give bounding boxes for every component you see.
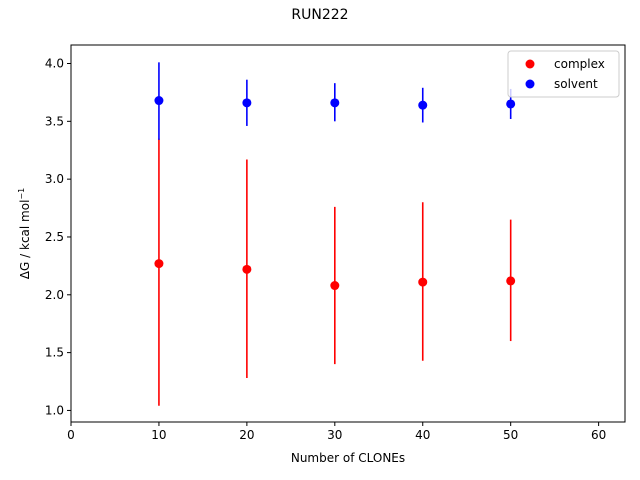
- x-tick-label: 30: [327, 428, 342, 442]
- complex-point: [506, 276, 516, 286]
- y-axis-label-text: ΔG / kcal mol: [18, 200, 32, 280]
- plot-area: [154, 62, 516, 406]
- legend-label-complex: complex: [554, 57, 605, 71]
- legend-marker-solvent: [525, 79, 535, 89]
- y-tick-label: 3.0: [45, 172, 64, 186]
- y-tick-label: 4.0: [45, 57, 64, 71]
- complex-point: [154, 259, 164, 269]
- y-tick-label: 2.0: [45, 288, 64, 302]
- y-axis-label-superscript: −1: [17, 188, 26, 200]
- x-tick-label: 40: [415, 428, 430, 442]
- complex-point: [418, 277, 428, 287]
- x-tick-label: 10: [151, 428, 166, 442]
- legend: complex solvent: [507, 50, 620, 98]
- legend-box: [507, 50, 620, 98]
- complex-point: [330, 281, 340, 291]
- x-tick-label: 60: [591, 428, 606, 442]
- y-tick-label: 3.5: [45, 114, 64, 128]
- solvent-point: [242, 98, 252, 108]
- complex-point: [242, 264, 252, 274]
- y-tick-label: 1.0: [45, 403, 64, 417]
- solvent-point: [418, 100, 428, 110]
- y-tick-label: 1.5: [45, 346, 64, 360]
- legend-marker-complex: [525, 59, 535, 69]
- x-tick-label: 0: [67, 428, 75, 442]
- solvent-point: [330, 98, 340, 108]
- y-tick-label: 2.5: [45, 230, 64, 244]
- y-axis-label: ΔG / kcal mol−1: [17, 188, 32, 279]
- x-tick-label: 20: [239, 428, 254, 442]
- legend-label-solvent: solvent: [554, 77, 598, 91]
- x-axis-label: Number of CLONEs: [291, 451, 405, 465]
- axes-frame: [70, 44, 626, 423]
- solvent-point: [506, 99, 516, 109]
- axes: 0 10 20 30 40 50 60 1.0 1.5 2.0 2.5 3.0 3.5 4.0Number…: [17, 44, 626, 465]
- chart-title: RUN222: [291, 7, 349, 23]
- x-tick-label: 50: [503, 428, 518, 442]
- solvent-point: [154, 96, 164, 106]
